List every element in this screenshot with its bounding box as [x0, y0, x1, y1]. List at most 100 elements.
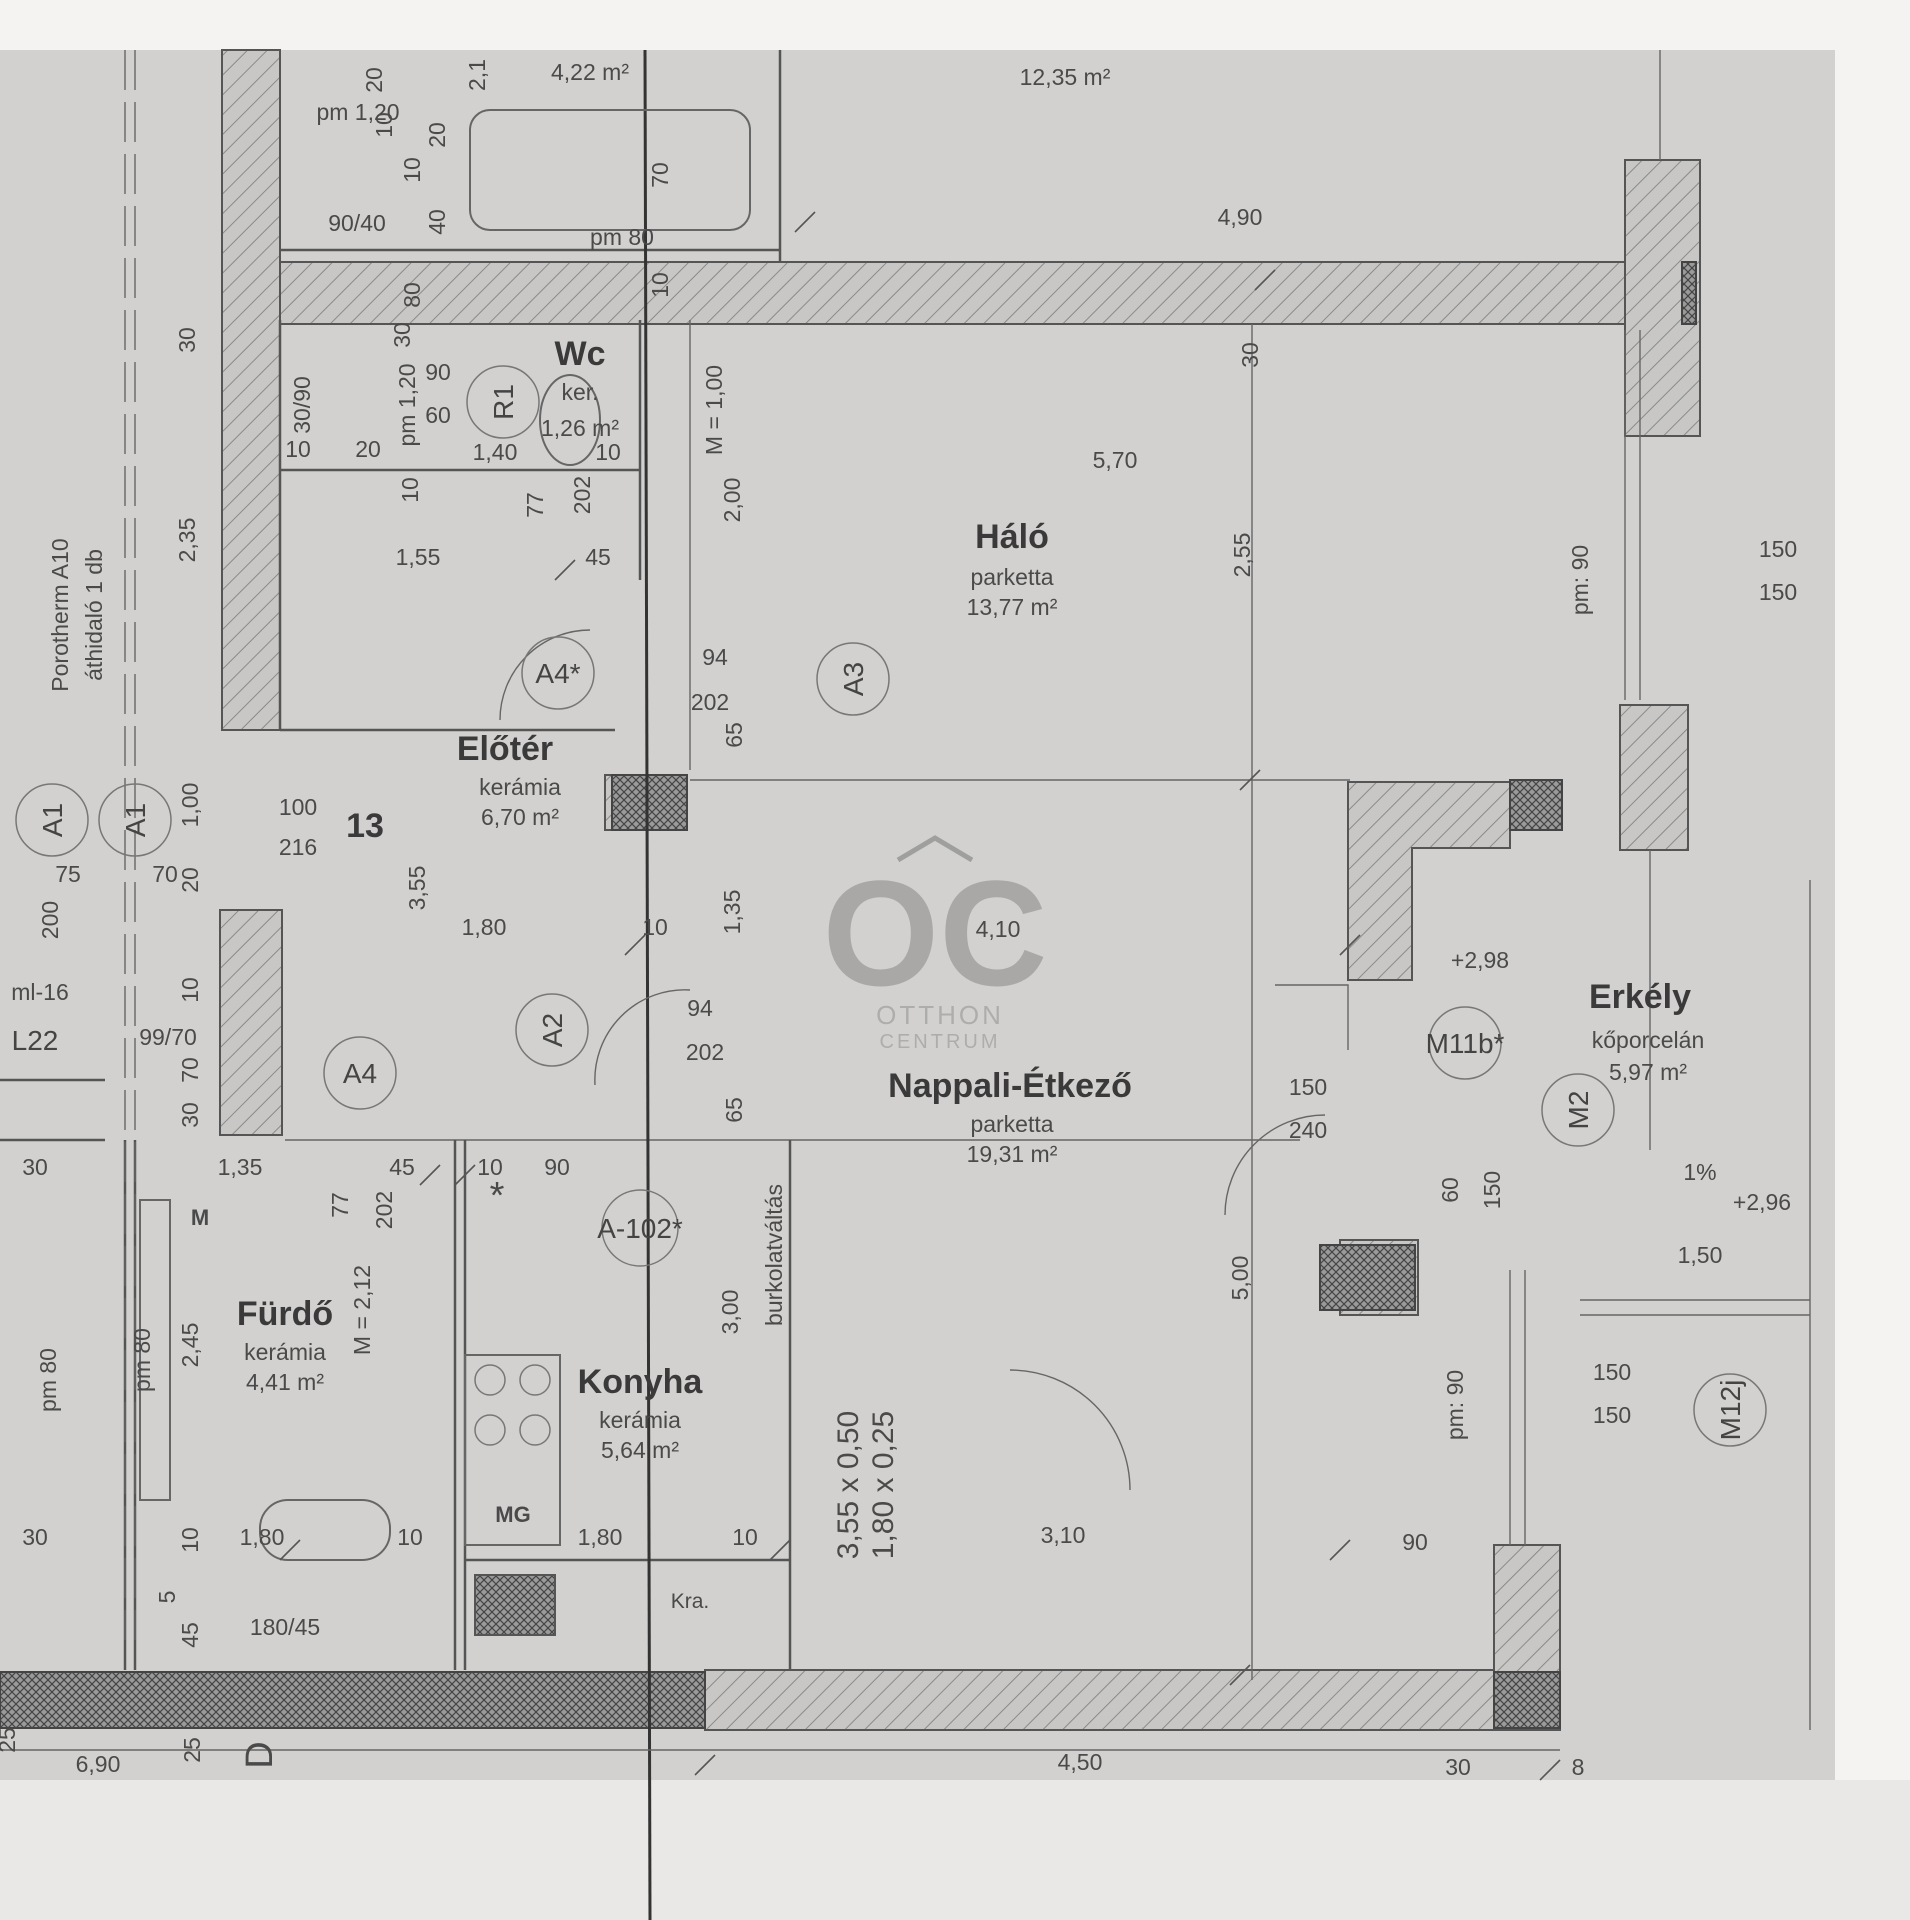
room-outlines: [0, 49, 1811, 1920]
dim-80: 80: [399, 282, 425, 308]
room-top-small-area: 4,22 m²: [551, 59, 629, 85]
tag-d: D: [239, 1741, 281, 1768]
dim-10-c: 10: [397, 1524, 423, 1550]
label-pm90-bottom: pm: 90: [1442, 1370, 1468, 1440]
room-eloter-material: kerámia: [479, 774, 561, 800]
dim-70-a: 70: [177, 1057, 203, 1083]
dim-298: +2,98: [1451, 947, 1509, 973]
dim-100: 100: [279, 794, 317, 820]
dim-690: 6,90: [76, 1751, 121, 1777]
dim-75: 75: [55, 861, 81, 887]
label-pm90-top: pm: 90: [1567, 545, 1593, 615]
label-pm80-bath: pm 80: [129, 1328, 155, 1392]
dim-20-a: 20: [177, 867, 203, 893]
dim-77-a: 77: [327, 1192, 353, 1218]
label-handwritten-2: 1,80 x 0,25: [867, 1411, 900, 1559]
dim-30-c: 30: [22, 1524, 48, 1550]
dim-77-b: 77: [522, 492, 548, 518]
dim-150-f: 150: [1593, 1359, 1631, 1385]
dim-500: 5,00: [1227, 1256, 1253, 1301]
dim-10-e: 10: [477, 1154, 503, 1180]
tag-a4star: A4*: [535, 658, 580, 689]
dim-10-b: 10: [732, 1524, 758, 1550]
dim-150-e: 1,50: [1678, 1242, 1723, 1268]
room-eloter-name: Előtér: [457, 730, 553, 768]
dim-30-90: 30/90: [289, 376, 315, 434]
label-porotherm-2: áthidaló 1 db: [81, 549, 107, 681]
otthon-centrum-watermark: OTTHON CENTRUM: [876, 1000, 1004, 1053]
tag-l22: L22: [12, 1025, 59, 1056]
room-nappali-material: parketta: [970, 1111, 1053, 1137]
tag-a2: A2: [537, 1013, 568, 1047]
tag-m2: M2: [1563, 1091, 1594, 1130]
dim-94-a: 94: [702, 644, 728, 670]
dim-245: 2,45: [177, 1323, 203, 1368]
dim-30-d: 30: [22, 1154, 48, 1180]
dim-10-f: 10: [177, 977, 203, 1003]
label-ml16: ml-16: [11, 979, 69, 1005]
dim-90-a: 90: [1402, 1529, 1428, 1555]
room-nappali-name: Nappali-Étkező: [888, 1067, 1132, 1105]
dim-21: 2,1: [464, 59, 490, 91]
dim-202-d: 202: [569, 476, 595, 514]
svg-text:OC: OC: [823, 849, 1048, 1017]
label-pm120-wc: pm 1,20: [394, 363, 420, 446]
tag-m12j: M12j: [1715, 1380, 1746, 1441]
dim-150-a: 150: [1289, 1074, 1327, 1100]
dim-296: +2,96: [1733, 1189, 1791, 1215]
dim-65-b: 65: [721, 1097, 747, 1123]
dim-150-b: 150: [1759, 536, 1797, 562]
tag-13: 13: [346, 807, 384, 845]
dim-100-b: 1,00: [177, 783, 203, 828]
room-halo-material: parketta: [970, 564, 1053, 590]
dim-10-d: 10: [177, 1527, 203, 1553]
dim-180-a: 1,80: [462, 914, 507, 940]
label-burkolatvaltas: burkolatváltás: [761, 1184, 787, 1326]
dim-200: 200: [37, 901, 63, 939]
dim-20-d: 20: [361, 67, 387, 93]
tag-a102: A-102*: [597, 1213, 683, 1244]
dim-60-b: 60: [425, 402, 451, 428]
dim-240: 240: [1289, 1117, 1327, 1143]
tag-m11b: M11b*: [1426, 1028, 1505, 1059]
tag-circles: [15, 365, 1767, 1447]
dim-99-70: 99/70: [139, 1024, 197, 1050]
dim-1pct: 1%: [1683, 1159, 1716, 1185]
wall-bottom-exterior: [704, 1669, 1496, 1731]
room-eloter-area: 6,70 m²: [481, 804, 559, 830]
dim-10-j: 10: [399, 157, 425, 183]
dim-135-a: 1,35: [719, 890, 745, 935]
dim-94-b: 94: [687, 995, 713, 1021]
dim-140: 1,40: [473, 439, 518, 465]
dim-10-l: 10: [371, 112, 397, 138]
dim-135-b: 1,35: [218, 1154, 263, 1180]
dimensions: 4,90 5,70 2,55 30 2,35 1,55 45 94 202 65…: [0, 59, 1797, 1780]
room-konyha-material: kerámia: [599, 1407, 681, 1433]
dim-150-c: 150: [1759, 579, 1797, 605]
dim-570: 5,70: [1093, 447, 1138, 473]
dim-450: 4,50: [1058, 1749, 1103, 1775]
paper-margin: [0, 1780, 1910, 1920]
wall-bottom-solid: [0, 1671, 706, 1729]
dim-90-40: 90/40: [328, 210, 386, 236]
label-pm80-left: pm 80: [35, 1348, 61, 1412]
dim-5: 5: [154, 1591, 180, 1604]
room-furdo-name: Fürdő: [237, 1295, 333, 1333]
dim-202-a: 202: [691, 689, 729, 715]
dim-410: 4,10: [976, 916, 1021, 942]
annotations: Porotherm A10 áthidaló 1 db burkolatvált…: [11, 99, 1593, 1559]
paper-sheet: [0, 50, 1835, 1780]
pillar-top-right: [1681, 261, 1697, 325]
dim-255: 2,55: [1229, 533, 1255, 578]
dim-90-c: 90: [425, 359, 451, 385]
dim-20-b: 20: [355, 436, 381, 462]
dim-45-a: 45: [585, 544, 611, 570]
room-wc-material: ker.: [561, 379, 598, 405]
dim-180-b: 1,80: [240, 1524, 285, 1550]
tag-a3: A3: [838, 662, 869, 696]
dim-30-e: 30: [177, 1102, 203, 1128]
label-handwritten-1: 3,55 x 0,50: [832, 1411, 865, 1559]
dim-200-b: 2,00: [719, 478, 745, 523]
walls: [0, 49, 1701, 1731]
